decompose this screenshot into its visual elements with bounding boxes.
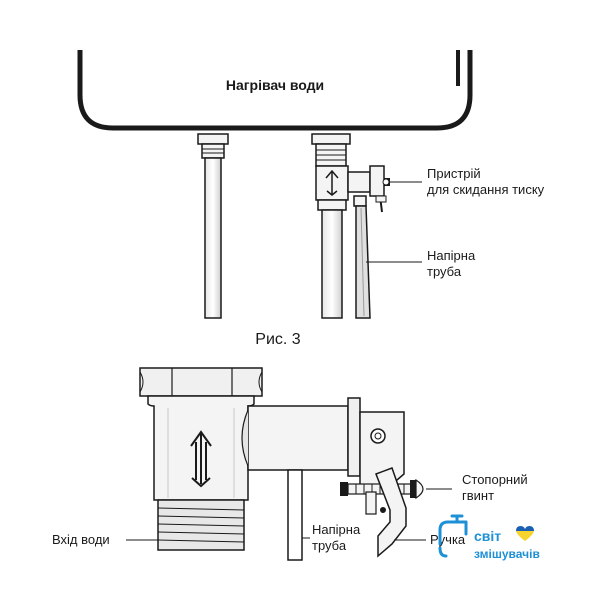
handle-label: Ручка bbox=[430, 532, 466, 547]
water-heater-tank bbox=[77, 50, 473, 131]
lock-screw-label-line1: Стопорний bbox=[462, 472, 528, 487]
figure-caption: Рис. 3 bbox=[255, 331, 301, 348]
watermark-logo: світ змішувачів bbox=[438, 514, 540, 561]
watermark-line2: змішувачів bbox=[474, 547, 540, 561]
valve-handle bbox=[375, 467, 407, 558]
threaded-inlet bbox=[157, 499, 245, 551]
ukraine-heart-icon bbox=[516, 526, 534, 541]
bottom-diagram: Вхід води Напірна труба Стопорний гвинт … bbox=[52, 367, 528, 561]
lock-screw bbox=[340, 478, 424, 500]
valve-flange bbox=[347, 397, 361, 477]
water-inlet-label: Вхід води bbox=[52, 532, 110, 547]
valve-hex-nut bbox=[139, 367, 263, 397]
pressure-pipe-label-line2: труба bbox=[312, 538, 347, 553]
lock-screw-label-line2: гвинт bbox=[462, 488, 494, 503]
top-diagram: Нагрівач води bbox=[77, 50, 545, 319]
left-inlet-pipe bbox=[197, 133, 229, 319]
pressure-pipe-label-line1: Напірна bbox=[312, 522, 361, 537]
body-flow-arrow-icon bbox=[190, 430, 212, 488]
tank-label: Нагрівач води bbox=[226, 77, 324, 93]
pipe-label-line1: Напірна bbox=[427, 248, 476, 263]
pressure-pipe bbox=[287, 469, 303, 561]
housing-screw-icon bbox=[370, 428, 386, 444]
faucet-icon bbox=[438, 514, 468, 558]
flow-arrow-icon bbox=[325, 169, 339, 196]
pipe-label-line2: труба bbox=[427, 264, 462, 279]
top-relief-valve-assembly bbox=[311, 133, 390, 319]
relief-housing bbox=[359, 411, 405, 487]
watermark-line1: світ bbox=[474, 528, 501, 544]
valve-label-line2: для скидання тиску bbox=[427, 182, 545, 197]
valve-side-arm bbox=[247, 405, 349, 471]
valve-label-line1: Пристрій bbox=[427, 166, 481, 181]
